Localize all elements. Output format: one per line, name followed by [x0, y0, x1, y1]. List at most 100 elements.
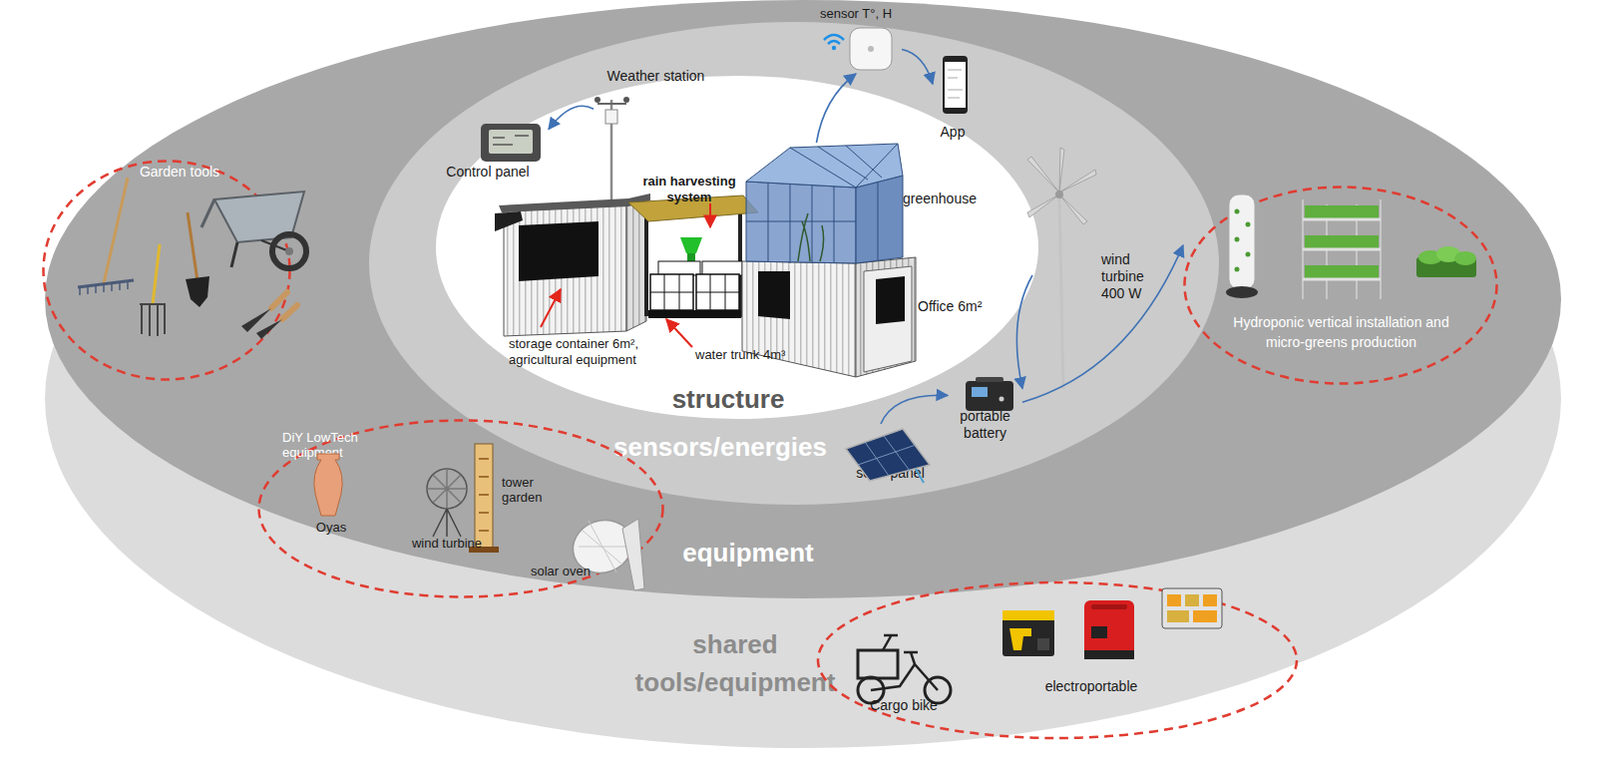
- wind-turbine-icon-part: [1055, 190, 1064, 199]
- garden-tools-part: [256, 319, 283, 340]
- sensor-device: sensor T°, H: [809, 3, 902, 74]
- water-tanks-part: [658, 261, 701, 276]
- solar-panel-icon-part: [915, 468, 924, 483]
- storage-container-part: [518, 221, 599, 282]
- hydroponic-tower-part: [1245, 252, 1251, 258]
- weather-station-mast: [594, 96, 630, 208]
- oya-pot-part: [314, 453, 343, 516]
- humidity-sensor-part: [849, 27, 892, 70]
- storage-container-part: [498, 193, 651, 213]
- wind-turbine-icon-part: [1059, 147, 1065, 193]
- wind-turbine-icon-part: [1059, 169, 1097, 193]
- wind-turbine-icon-part: [1059, 194, 1088, 225]
- connector-arrow: [880, 395, 948, 424]
- microgreens-tray-part: [1418, 250, 1443, 265]
- portable-battery: portable battery: [947, 375, 1023, 443]
- garden-tools-part: [272, 234, 307, 269]
- cargo-bike-icon-part: [870, 635, 938, 691]
- smartphone-app: [942, 55, 968, 114]
- smartphone-app-part: [947, 69, 963, 98]
- toolbox-icon-part: [1202, 594, 1217, 607]
- wind-turbine-icon-part: [1027, 156, 1060, 193]
- hydroponic-tower-part: [1234, 209, 1240, 215]
- diy-wind-turbine-part: [426, 468, 467, 509]
- hydroponic-tower-part: [1245, 222, 1251, 228]
- battery-icon: [965, 377, 1014, 411]
- drill-case-icon: [1002, 610, 1055, 657]
- part-label: rain harvesting system: [632, 173, 747, 206]
- rain-harvesting-frame-part: [644, 204, 649, 317]
- group-title: Garden tools: [109, 163, 250, 181]
- item-label: solar oven: [520, 563, 601, 580]
- generator-icon: [1084, 600, 1135, 660]
- garden-tools-part: [285, 247, 294, 256]
- garden-tools-part: [282, 305, 298, 320]
- garden-tools-part: [231, 242, 238, 268]
- storage-container-part: [503, 205, 627, 337]
- solar-panel-icon: [845, 428, 930, 483]
- office-container-part: [875, 276, 905, 325]
- drill-case-icon-part: [1002, 610, 1055, 657]
- device-label: greenhouse: [902, 190, 988, 208]
- greenhouse-glass-part: [746, 181, 856, 264]
- control-panel: Control panel: [426, 119, 549, 184]
- storage-container-part: [494, 211, 523, 232]
- weather-station-mast-part: [605, 109, 618, 124]
- battery-icon-part: [975, 377, 1004, 383]
- control-panel-device-part: [488, 129, 533, 154]
- rain-harvesting-frame-part: [687, 253, 696, 263]
- humidity-sensor-part: [823, 34, 844, 44]
- water-tanks-part: [650, 274, 694, 311]
- drill-case-icon-part: [1009, 628, 1032, 651]
- control-panel-device-part: [492, 135, 529, 145]
- garden-tools-part: [103, 177, 128, 284]
- device-label: portable battery: [947, 407, 1023, 442]
- garden-tools-part: [185, 276, 210, 308]
- connector-arrow: [1016, 275, 1033, 390]
- device-label: Weather station: [593, 67, 719, 85]
- tool-group-ellipse: Garden tools: [41, 159, 292, 382]
- solar-panel: solar panel: [842, 423, 938, 484]
- equipment-ring: equipmentsensors/energiesstructuregreenh…: [44, 0, 1562, 599]
- smartphone-app-part: [942, 55, 968, 114]
- garden-tools-part: [214, 191, 305, 243]
- wind-turbine: wind turbine 400 W: [1032, 159, 1153, 392]
- item-label: wind turbine: [401, 535, 492, 552]
- microgreens-tray-part: [1454, 251, 1477, 266]
- hydroponic-tower-part: [1234, 237, 1240, 243]
- wind-turbine-icon: [1027, 147, 1097, 390]
- weather-station-mast-part: [623, 96, 630, 103]
- toolbox-icon-part: [1167, 610, 1190, 623]
- tower-garden-icon-part: [474, 443, 493, 548]
- connector-arrow: [816, 73, 857, 143]
- greenhouse-glass-part: [746, 143, 898, 264]
- weather-station-mast-part: [610, 99, 614, 208]
- hydroponic-tower-part: [1225, 286, 1258, 299]
- sensors-ring-shape: [369, 21, 1219, 505]
- smartphone-app-part: [944, 61, 966, 108]
- shared-tools-group-part: [817, 582, 1297, 739]
- hydroponic-rack-part: [1304, 205, 1379, 220]
- wind-turbine-icon-part: [1027, 194, 1060, 218]
- rain-harvesting-frame-part: [738, 199, 743, 318]
- ring-title: sensors/energies: [580, 430, 860, 463]
- weather-station-mast-part: [594, 96, 601, 103]
- tool-group-ellipse-shape: [43, 161, 291, 381]
- device-label: App: [932, 123, 973, 141]
- humidity-sensor-part: [867, 45, 874, 52]
- garden-tools-part: [77, 280, 134, 288]
- part-label: storage container 6m², agricultural equi…: [508, 336, 669, 369]
- garden-tools-part: [79, 281, 128, 296]
- toolbox-icon: [1162, 588, 1222, 629]
- hydroponic-tower-part: [1228, 194, 1255, 290]
- sensors-ring: sensors/energiesstructuregreenhouseWeath…: [369, 21, 1219, 505]
- toolbox-icon-part: [1167, 594, 1182, 607]
- generator-icon-part: [1084, 650, 1135, 660]
- water-tanks-part: [694, 310, 742, 319]
- device-label: wind turbine 400 W: [1101, 251, 1157, 303]
- rain-harvesting-frame-part: [680, 237, 703, 254]
- structure-core-shape: [435, 75, 1039, 419]
- solar-oven-icon: [565, 511, 645, 591]
